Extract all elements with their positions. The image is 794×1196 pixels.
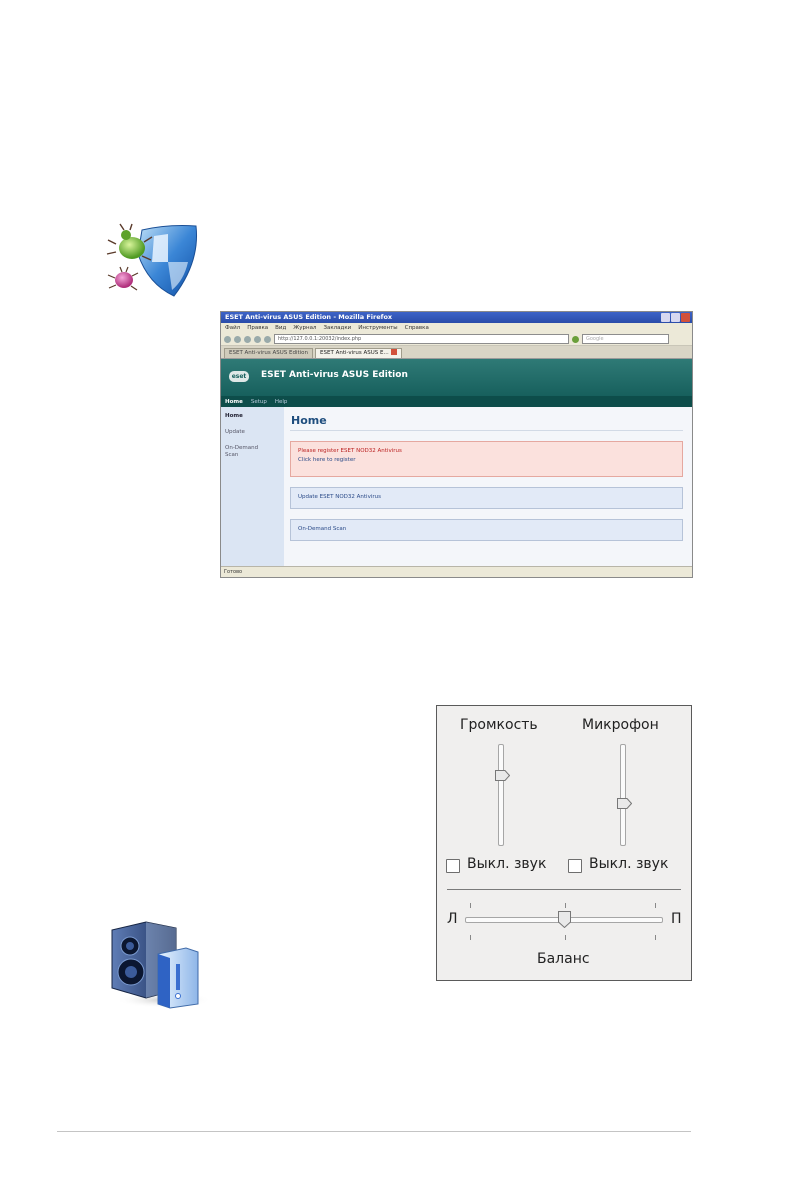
volume-slider-thumb[interactable] [495, 769, 510, 781]
eset-header: eset ESET Anti-virus ASUS Edition [221, 359, 692, 396]
balance-left-label: Л [447, 911, 458, 927]
minimize-icon[interactable] [661, 313, 670, 322]
sidebar-item-on-demand-scan[interactable]: On-Demand Scan [225, 445, 259, 458]
home-icon[interactable] [264, 335, 271, 343]
tab-label: ESET Anti-virus ASUS E... [320, 350, 389, 356]
maximize-icon[interactable] [671, 313, 680, 322]
mute-microphone-checkbox[interactable] [568, 859, 582, 873]
balance-tick [565, 935, 566, 940]
address-bar[interactable]: http://127.0.0.1:20032/index.php [274, 334, 569, 344]
menu-bookmarks[interactable]: Закладки [323, 325, 352, 331]
microphone-label: Микрофон [582, 717, 659, 733]
menu-view[interactable]: Вид [275, 325, 287, 331]
eset-nav: Home Setup Help [221, 396, 692, 409]
status-bar: Готово [221, 566, 692, 577]
tab-bar: ESET Anti-virus ASUS Edition ESET Anti-v… [221, 346, 692, 359]
sidebar-item-update[interactable]: Update [225, 429, 245, 435]
tab-eset-1[interactable]: ESET Anti-virus ASUS Edition [224, 348, 314, 358]
window-title: ESET Anti-virus ASUS Edition - Mozilla F… [225, 313, 393, 321]
eset-logo: eset [229, 371, 249, 382]
balance-tick [655, 935, 656, 940]
menu-file[interactable]: Файл [225, 325, 241, 331]
mute-volume-label: Выкл. звук [467, 856, 547, 872]
eset-sidebar: Home Update On-Demand Scan [221, 407, 284, 567]
microphone-slider-thumb[interactable] [617, 798, 632, 810]
register-link[interactable]: Click here to register [298, 457, 356, 463]
menu-help[interactable]: Справка [404, 325, 429, 331]
register-warning-text: Please register ESET NOD32 Antivirus [298, 448, 402, 454]
volume-slider-track[interactable] [498, 744, 504, 846]
close-icon[interactable] [681, 313, 690, 322]
sidebar-item-home[interactable]: Home [225, 413, 243, 419]
reload-icon[interactable] [244, 335, 251, 343]
back-icon[interactable] [224, 335, 231, 343]
balance-tick [655, 903, 656, 908]
tab-close-icon[interactable] [390, 349, 397, 355]
go-icon[interactable] [572, 335, 579, 343]
eset-nav-help[interactable]: Help [274, 399, 288, 405]
eset-body: Home Update On-Demand Scan Home Please r… [221, 407, 692, 567]
menu-history[interactable]: Журнал [293, 325, 317, 331]
balance-tick [565, 903, 566, 908]
separator [447, 889, 681, 890]
microphone-slider-track[interactable] [620, 744, 626, 846]
speaker-icon [111, 921, 211, 1009]
balance-slider-thumb[interactable] [558, 911, 571, 928]
balance-right-label: П [671, 911, 682, 927]
antivirus-shield-icon [106, 223, 198, 297]
eset-nav-setup[interactable]: Setup [250, 399, 267, 405]
balance-tick [470, 935, 471, 940]
footer-rule [57, 1131, 691, 1132]
search-input[interactable]: Google [582, 334, 669, 344]
eset-main: Home Please register ESET NOD32 Antiviru… [284, 407, 692, 567]
stop-icon[interactable] [254, 335, 261, 343]
balance-label: Баланс [537, 951, 590, 967]
window-title-bar: ESET Anti-virus ASUS Edition - Mozilla F… [221, 312, 692, 323]
update-box[interactable]: Update ESET NOD32 Antivirus [290, 487, 683, 509]
volume-label: Громкость [460, 717, 538, 733]
eset-browser-screenshot: ESET Anti-virus ASUS Edition - Mozilla F… [220, 311, 693, 578]
menu-tools[interactable]: Инструменты [358, 325, 398, 331]
page-title: Home [290, 414, 683, 431]
menu-edit[interactable]: Правка [247, 325, 269, 331]
register-warning-box: Please register ESET NOD32 Antivirus Cli… [290, 441, 683, 477]
tab-eset-2[interactable]: ESET Anti-virus ASUS E... [315, 348, 402, 358]
mute-microphone-label: Выкл. звук [589, 856, 669, 872]
menu-bar: Файл Правка Вид Журнал Закладки Инструме… [221, 323, 692, 333]
volume-control-panel: Громкость Микрофон Выкл. звук Выкл. звук… [436, 705, 692, 981]
balance-tick [470, 903, 471, 908]
on-demand-scan-box[interactable]: On-Demand Scan [290, 519, 683, 541]
eset-title: ESET Anti-virus ASUS Edition [261, 370, 408, 380]
forward-icon[interactable] [234, 335, 241, 343]
eset-nav-home[interactable]: Home [225, 399, 243, 405]
mute-volume-checkbox[interactable] [446, 859, 460, 873]
navigation-toolbar: http://127.0.0.1:20032/index.php Google [221, 333, 692, 346]
